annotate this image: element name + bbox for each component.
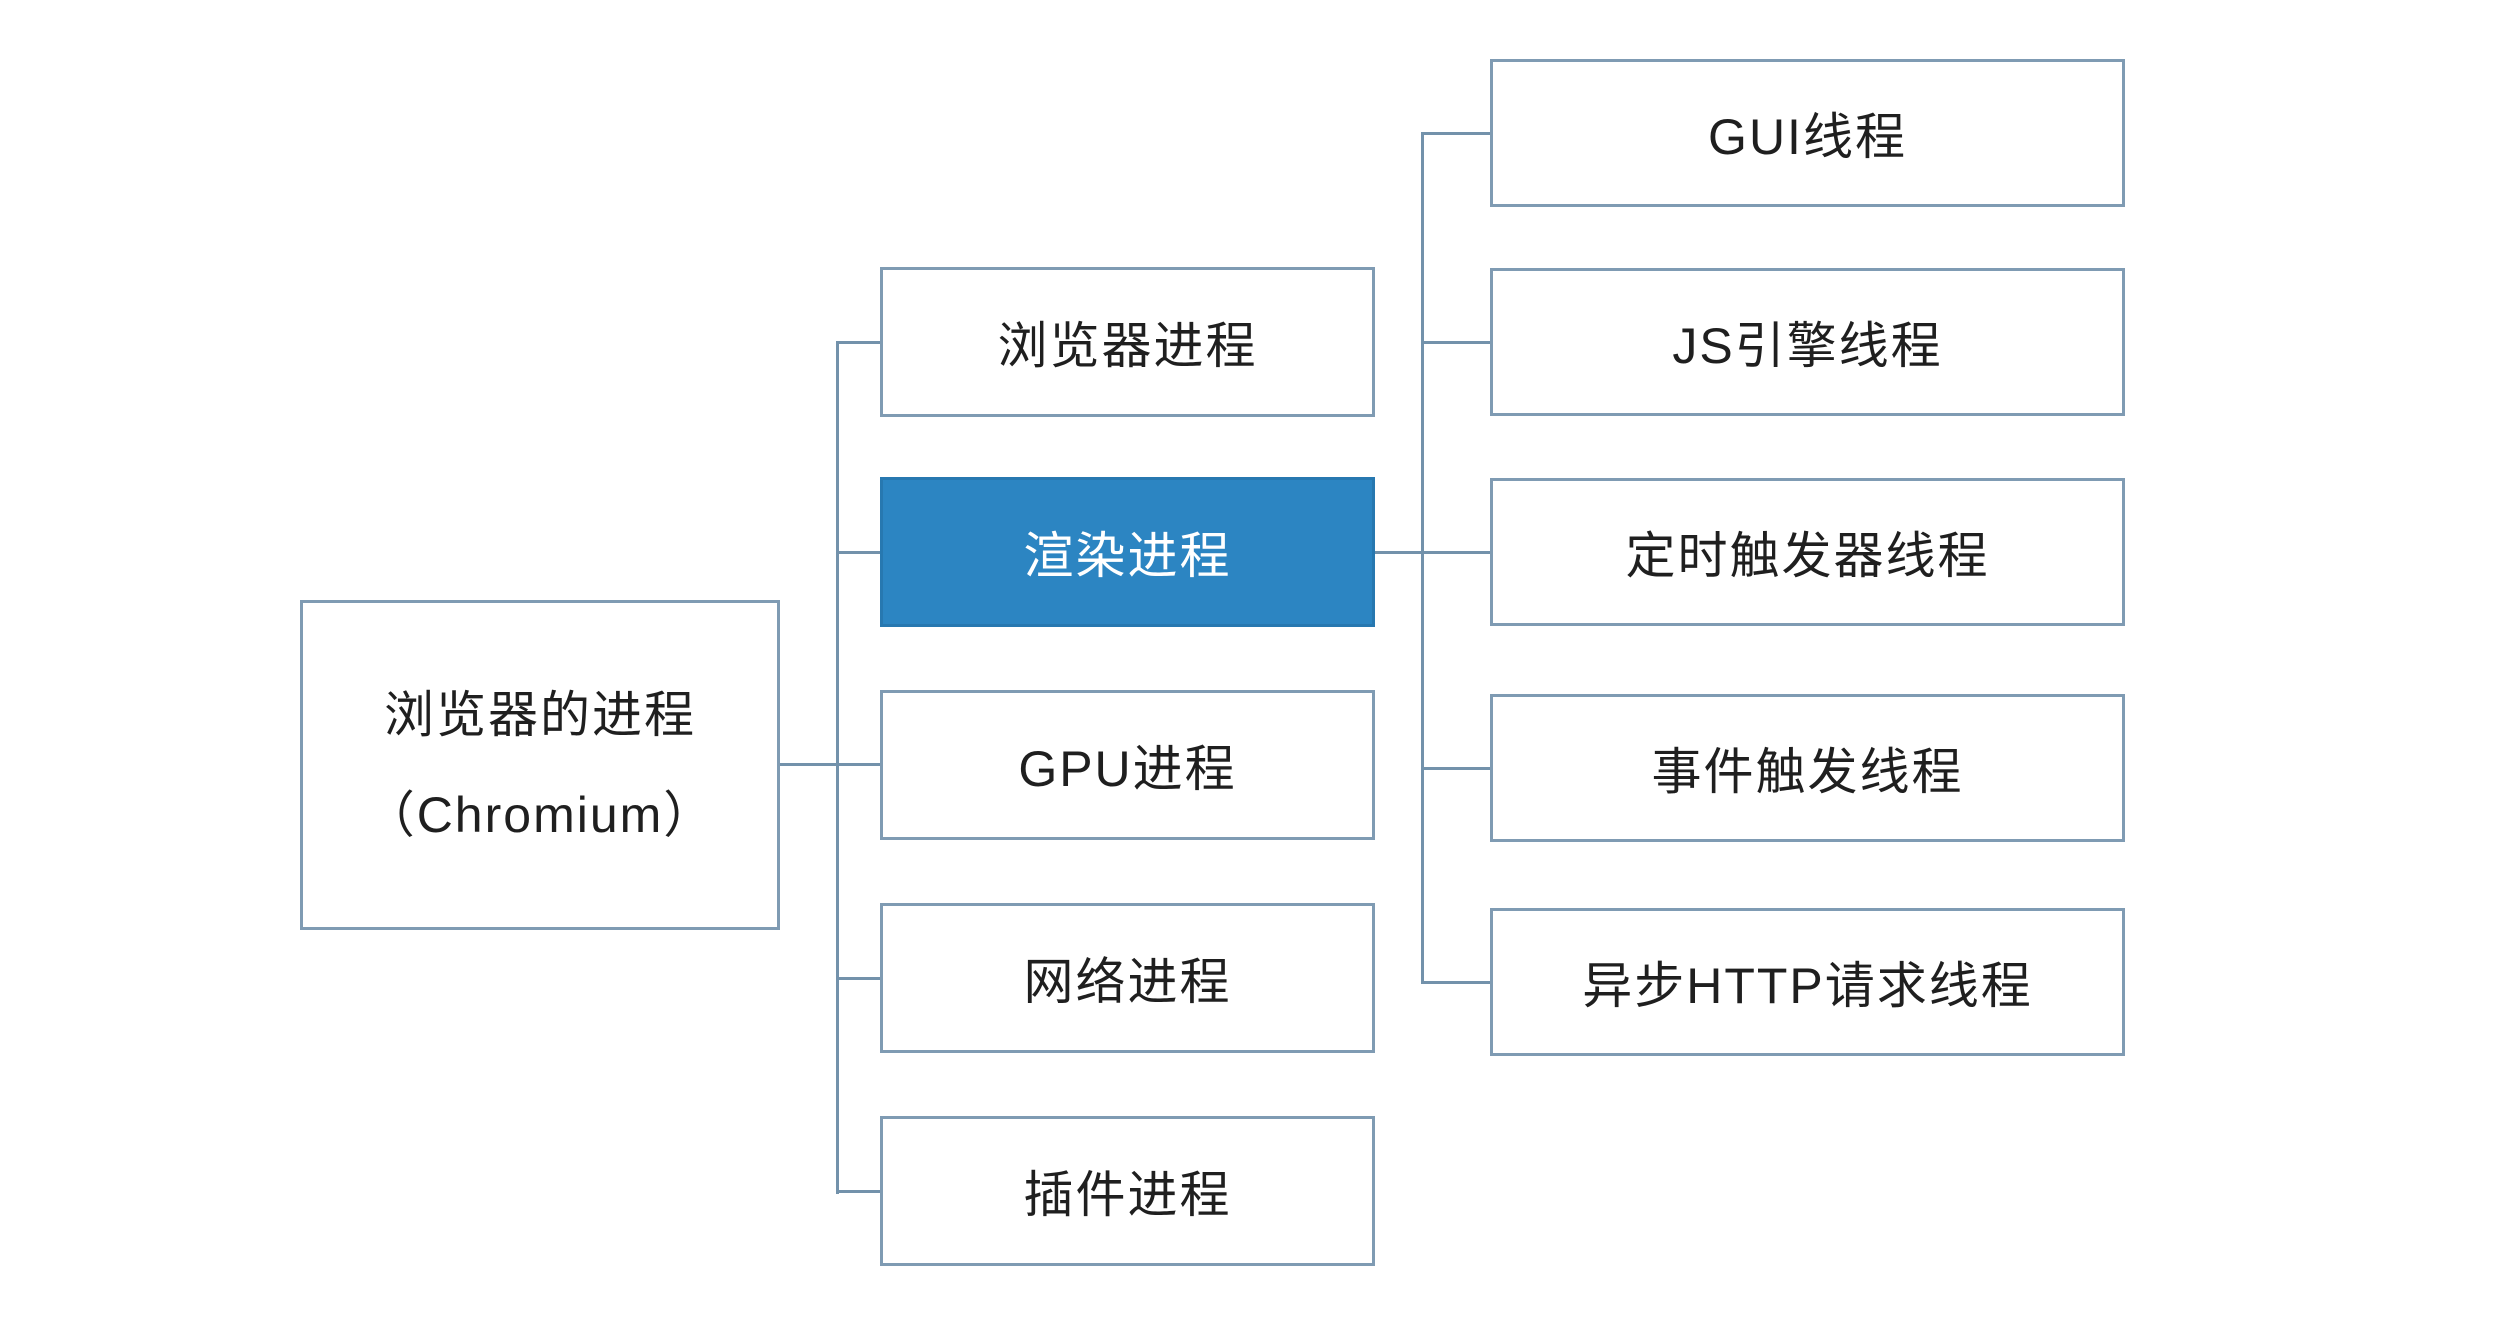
connector-process-spine [836,341,839,1194]
connector-render-to-thread-spine [1375,551,1490,554]
connector-thread-spine [1421,132,1424,984]
root-label-line1: 浏览器的进程 [384,687,696,743]
node-plugin-process: 插件进程 [880,1116,1375,1266]
connector-stub-network-process [838,977,880,980]
node-gui-thread-label: GUI线程 [1708,109,1907,165]
connector-root-to-process-spine [780,763,880,766]
connector-stub-js-engine-thread [1423,341,1490,344]
connector-stub-gui-thread [1423,132,1490,135]
node-browser-root: 浏览器的进程 （Chromium） [300,600,780,930]
node-gpu-process: GPU进程 [880,690,1375,840]
node-timer-trigger-thread: 定时触发器线程 [1490,478,2125,626]
node-browser-process-label: 浏览器进程 [997,318,1258,374]
node-network-process-label: 网络进程 [1023,954,1232,1010]
connector-stub-browser-process [838,341,880,344]
node-timer-trigger-thread-label: 定时触发器线程 [1625,528,1990,584]
node-event-trigger-thread: 事件触发线程 [1490,694,2125,842]
node-render-process-label: 渲染进程 [1023,528,1232,584]
node-plugin-process-label: 插件进程 [1023,1167,1232,1223]
node-network-process: 网络进程 [880,903,1375,1053]
node-gui-thread: GUI线程 [1490,59,2125,207]
node-render-process: 渲染进程 [880,477,1375,627]
node-browser-process: 浏览器进程 [880,267,1375,417]
node-event-trigger-thread-label: 事件触发线程 [1651,744,1964,800]
node-async-http-thread: 异步HTTP请求线程 [1490,908,2125,1056]
connector-stub-event-trigger-thread [1423,767,1490,770]
node-js-engine-thread-label: JS引擎线程 [1672,318,1943,374]
root-label-line2: （Chromium） [364,787,716,843]
connector-stub-plugin-process [838,1190,880,1193]
node-browser-root-label: 浏览器的进程 （Chromium） [365,665,716,865]
connector-stub-render-process [838,551,880,554]
connector-stub-async-http-thread [1423,981,1490,984]
node-gpu-process-label: GPU进程 [1018,741,1237,797]
node-js-engine-thread: JS引擎线程 [1490,268,2125,416]
node-async-http-thread-label: 异步HTTP请求线程 [1582,958,2033,1014]
